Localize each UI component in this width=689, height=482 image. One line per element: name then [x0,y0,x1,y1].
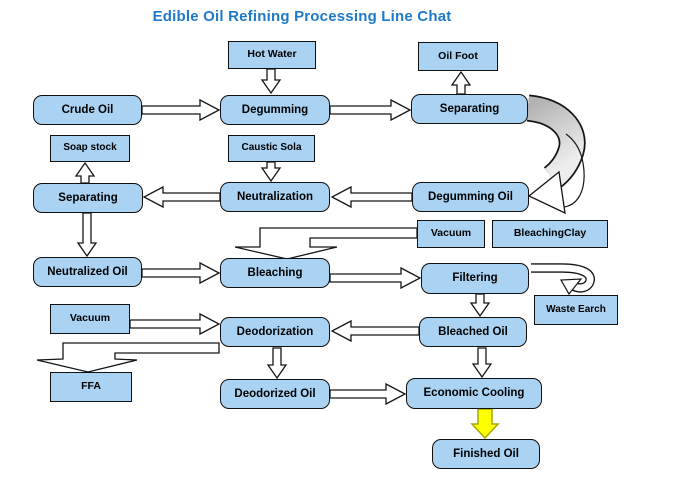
node-degumming-oil: Degumming Oil [412,182,529,212]
arrow-bleaching-to-filtering [329,266,422,290]
arrow-economic-cooling-to-finished-oil [470,408,500,440]
node-vacuum-top: Vacuum [417,220,485,248]
node-hot-water: Hot Water [228,41,316,69]
arrow-separating-to-oil-foot [450,70,472,95]
node-ffa: FFA [50,372,132,402]
arrow-separating-to-degumming-oil [525,94,586,215]
arrow-deodorization-to-deodorized-oil [266,347,288,380]
node-finished-oil: Finished Oil [432,439,540,469]
node-waste-earch: Waste Earch [534,295,618,325]
arrow-filtering-to-bleached-oil [469,293,491,318]
node-soap-stock: Soap stock [50,135,130,162]
node-separating-top: Separating [411,94,528,124]
arrow-degumming-oil-to-neutralization [330,185,413,209]
arrow-deodorization-to-ffa [36,342,220,373]
arrow-separating-to-neutralized-oil [76,212,98,258]
arrow-hot-water-to-degumming [260,68,282,95]
arrow-caustic-sola-to-neutralization [260,161,282,183]
node-filtering: Filtering [421,263,529,294]
arrow-vacuum-clay-to-bleaching [234,227,418,260]
node-neutralized-oil: Neutralized Oil [33,257,142,287]
arrow-neutralized-oil-to-bleaching [141,261,221,285]
page-title: Edible Oil Refining Processing Line Chat [152,8,452,25]
arrow-filtering-to-waste-earch [531,263,595,296]
node-vacuum-bottom: Vacuum [50,304,130,334]
node-degumming: Degumming [220,95,330,125]
node-caustic-sola: Caustic Sola [228,135,315,162]
node-deodorized-oil: Deodorized Oil [220,379,330,409]
node-oil-foot: Oil Foot [418,42,498,71]
node-deodorization: Deodorization [220,317,330,347]
arrow-neutralization-to-separating [142,185,221,209]
arrow-degumming-to-separating [329,98,412,122]
arrow-deodorized-oil-to-economic-cooling [329,382,407,406]
node-bleaching: Bleaching [220,258,330,288]
node-bleaching-clay: BleachingClay [492,220,608,248]
node-economic-cooling: Economic Cooling [406,378,542,409]
node-crude-oil: Crude Oil [33,95,142,125]
arrow-crude-oil-to-degumming [141,98,221,122]
arrow-separating-to-soap-stock [74,161,96,184]
arrow-bleached-oil-to-deodorization [330,319,420,343]
arrow-bleached-oil-to-economic-cooling [471,347,493,379]
arrow-vacuum-to-deodorization [129,312,221,336]
node-bleached-oil: Bleached Oil [419,317,527,347]
node-separating-left: Separating [33,183,143,213]
node-neutralization: Neutralization [220,182,330,212]
